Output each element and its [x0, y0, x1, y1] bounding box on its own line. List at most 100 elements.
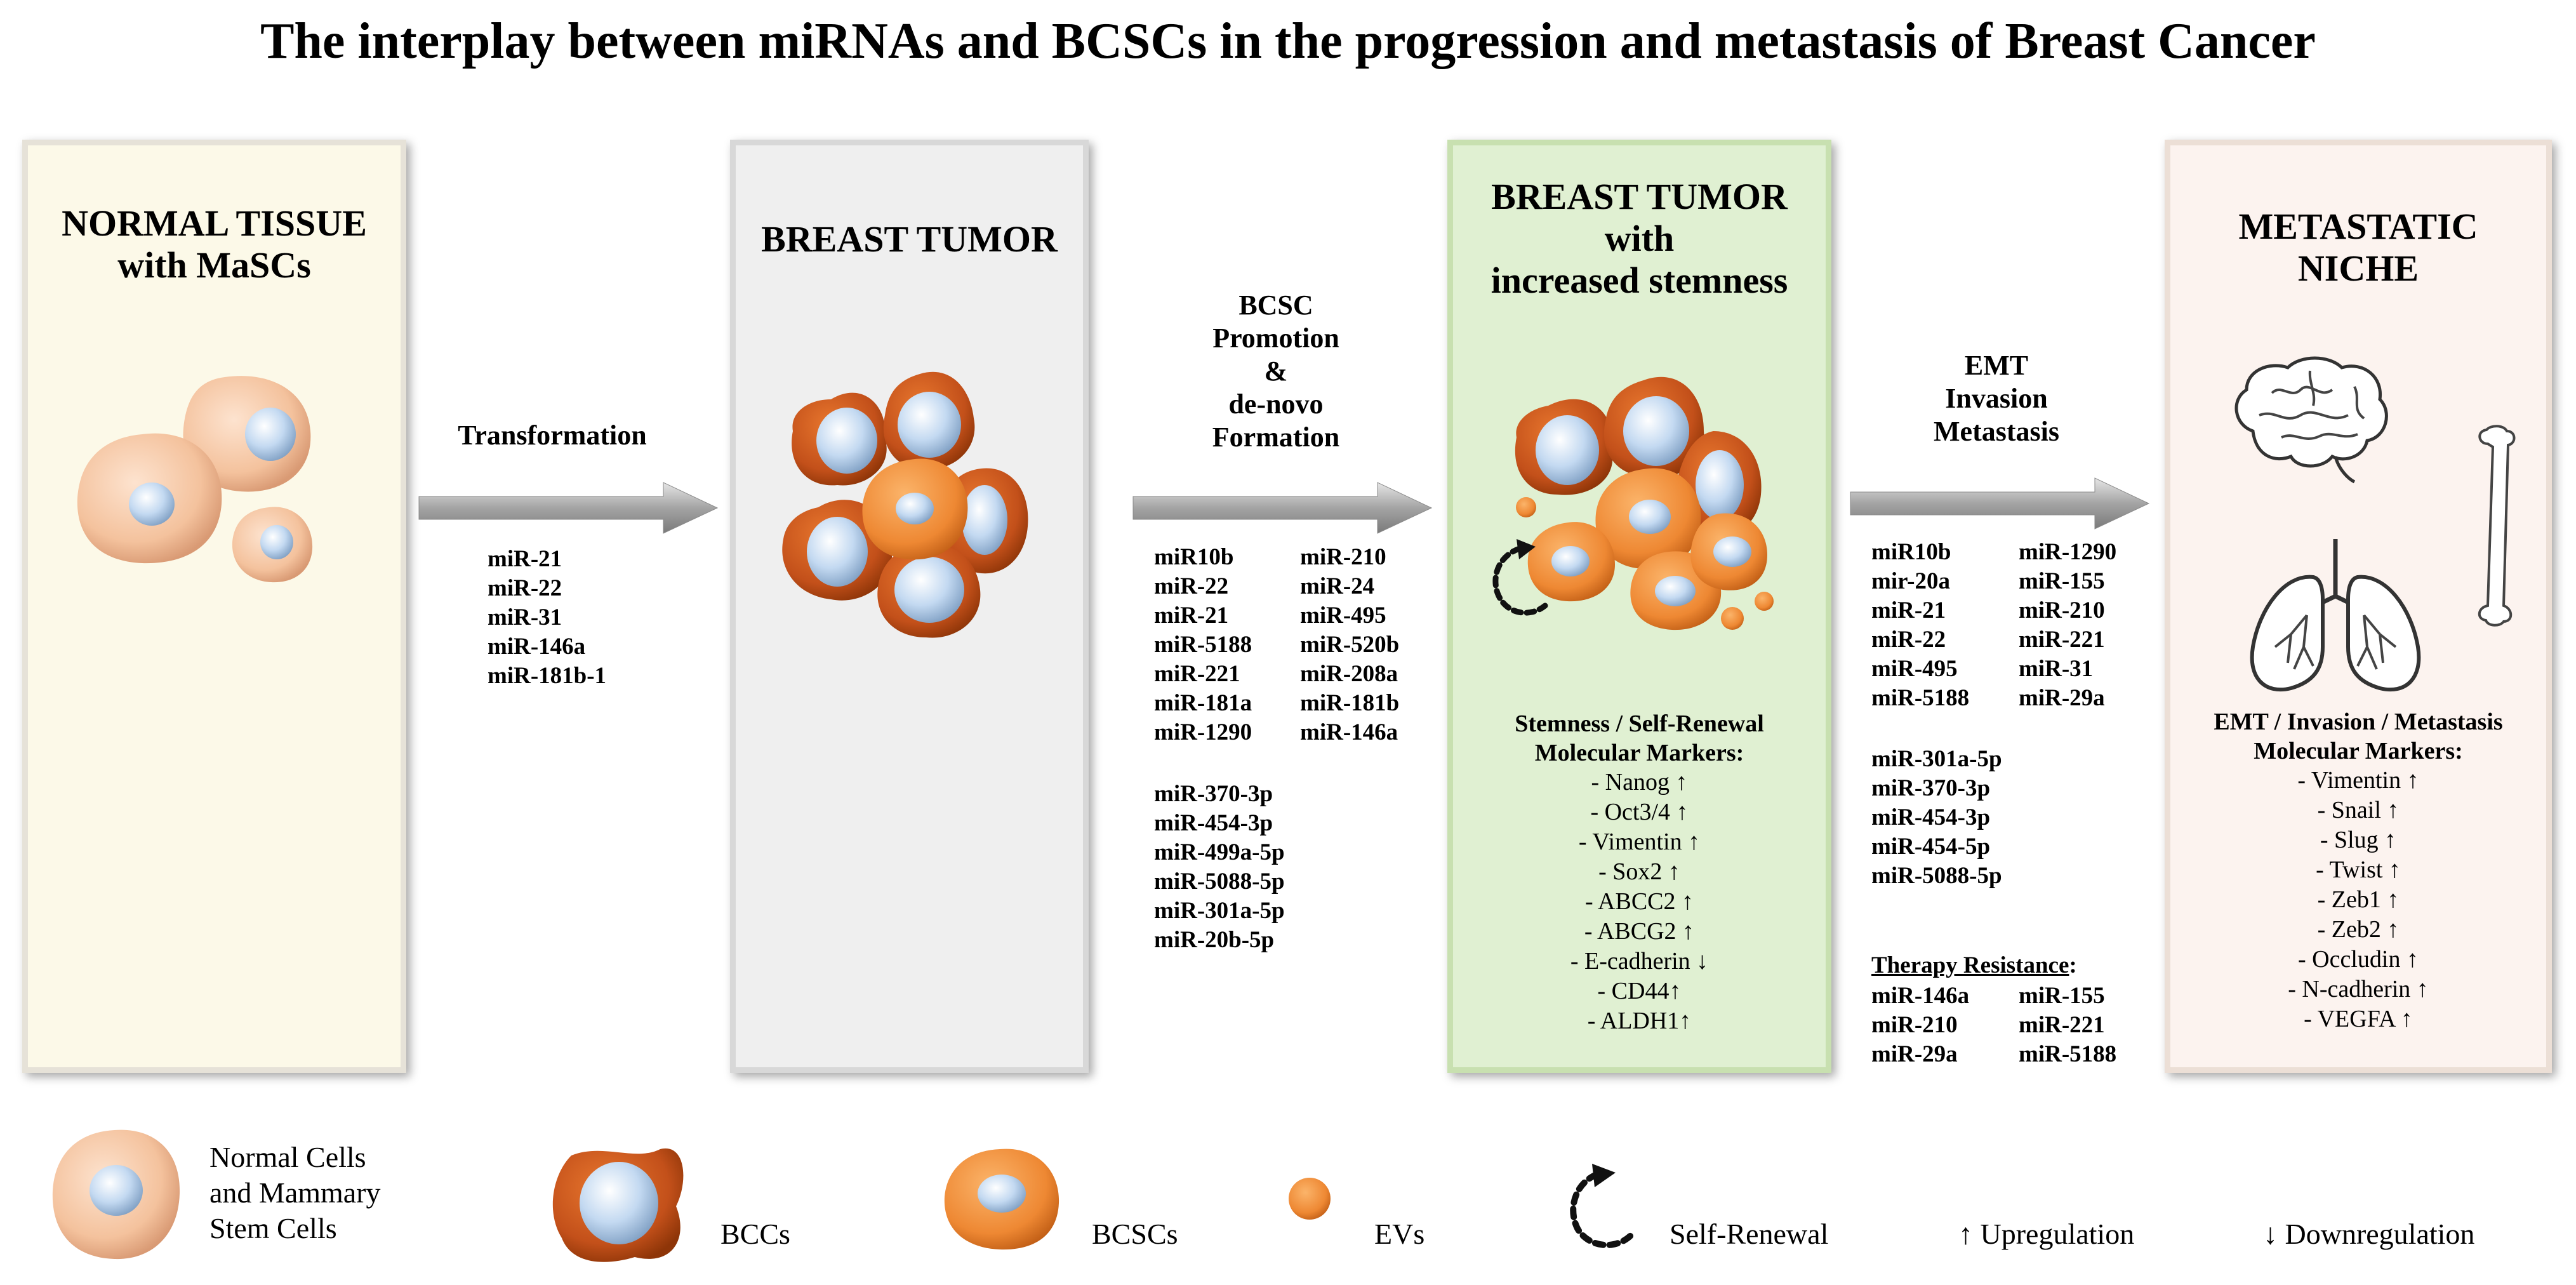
stemness-markers-title-line1: Stemness / Self-Renewal: [1515, 710, 1764, 737]
mirna-item: miR-24: [1300, 573, 1375, 599]
marker-item: - Zeb1 ↑: [2317, 886, 2400, 913]
legend-normal-line: and Mammary: [209, 1176, 381, 1209]
marker-item: - Snail ↑: [2317, 797, 2400, 823]
emt-arrow: [1850, 477, 2150, 529]
mirna-item: miR-301a-5p: [1154, 898, 1285, 924]
transformation-arrow: [418, 482, 719, 534]
mirna-item: miR-370-3p: [1871, 775, 1991, 801]
mirna-item: miR-210: [1300, 544, 1386, 570]
emt-label: EMT Invasion Metastasis: [1844, 349, 2149, 448]
transformation-label: Transformation: [458, 420, 647, 451]
therapy-resistance-colon: :: [2069, 952, 2077, 978]
emt-label-line: Metastasis: [1934, 416, 2059, 447]
emt-markers-title-line2: Molecular Markers:: [2254, 738, 2463, 764]
ev-particle: [1721, 607, 1744, 630]
promotion-label-line: Formation: [1212, 422, 1340, 453]
emt-mirna-col2: miR-1290 miR-155 miR-210 miR-221 miR-31 …: [2019, 538, 2116, 713]
mirna-item: miR-146a: [1871, 983, 1970, 1009]
ev-particle: [1516, 497, 1536, 517]
promotion-mirna-col2: miR-210 miR-24 miR-495 miR-520b miR-208a…: [1300, 543, 1399, 747]
bone-icon: [2478, 425, 2516, 627]
meta-title-line2: NICHE: [2297, 248, 2419, 289]
marker-item: - CD44↑: [1597, 978, 1682, 1004]
legend-downregulation-label: ↓ Downregulation: [2263, 1218, 2475, 1250]
mirna-item: miR-5188: [1154, 632, 1252, 658]
mirna-item: miR-155: [2019, 568, 2105, 594]
breast-tumor-title: BREAST TUMOR: [761, 218, 1058, 260]
promotion-arrow: [1132, 482, 1433, 534]
stemness-cells-cluster: [1492, 376, 1774, 630]
breast-tumor-panel: BREAST TUMOR: [730, 140, 1089, 1073]
self-renewal-icon: [1492, 539, 1548, 616]
stemness-tumor-title: BREAST TUMOR with increased stemness: [1453, 176, 1826, 302]
mirna-item: miR-499a-5p: [1154, 839, 1285, 865]
normal-cell: [232, 507, 313, 583]
normal-cell: [77, 433, 222, 564]
lungs-icon: [2250, 539, 2421, 692]
mirna-item: miR-301a-5p: [1871, 746, 2002, 772]
marker-item: - Sox2 ↑: [1598, 858, 1680, 885]
bcc-cell: [877, 544, 981, 638]
promotion-mirna-extra: miR-370-3p miR-454-3p miR-499a-5p miR-50…: [1154, 780, 1285, 955]
mirna-item: miR-5088-5p: [1871, 863, 2002, 889]
legend-bcsc-icon: [944, 1149, 1059, 1250]
normal-tissue-panel: NORMAL TISSUE with MaSCs: [22, 140, 406, 1073]
emt-label-line: Invasion: [1945, 383, 2048, 414]
marker-item: - Slug ↑: [2320, 827, 2397, 853]
mirna-item: miR-210: [1871, 1012, 1958, 1038]
bcsc-cell: [862, 458, 968, 560]
emt-markers-title: EMT / Invasion / Metastasis Molecular Ma…: [2170, 707, 2546, 766]
bcsc-cell: [1595, 468, 1701, 569]
bcc-cell: [1515, 399, 1613, 495]
therapy-resistance-label: Therapy Resistance:: [1871, 951, 2077, 980]
mirna-item: miR-21: [488, 546, 562, 572]
mirna-item: miR-495: [1871, 656, 1958, 682]
mirna-item: miR-29a: [2019, 685, 2105, 711]
promotion-label-line: BCSC: [1238, 290, 1313, 321]
legend-normal-cell-icon: [52, 1129, 180, 1260]
stem-title-line3: increased stemness: [1490, 260, 1788, 301]
promotion-label-line: de-novo: [1228, 389, 1324, 420]
mirna-item: miR-20b-5p: [1154, 927, 1275, 953]
bcc-cell: [883, 371, 975, 470]
mirna-item: miR-208a: [1300, 661, 1398, 687]
stemness-markers-list: - Nanog ↑ - Oct3/4 ↑ - Vimentin ↑ - Sox2…: [1453, 768, 1826, 1036]
marker-item: - E-cadherin ↓: [1570, 948, 1709, 975]
marker-item: - ABCC2 ↑: [1584, 888, 1694, 915]
mirna-item: miR-1290: [1154, 719, 1252, 745]
normal-title-line1: NORMAL TISSUE: [62, 203, 367, 244]
marker-item: - N-cadherin ↑: [2288, 976, 2429, 1002]
marker-item: - Occludin ↑: [2298, 946, 2419, 973]
legend-ev-icon: [1289, 1178, 1331, 1220]
legend-bcscs-label: BCSCs: [1092, 1218, 1178, 1250]
therapy-mirna-col1: miR-146a miR-210 miR-29a: [1871, 982, 1969, 1069]
mirna-item: miR-221: [2019, 1012, 2105, 1038]
legend-upregulation-label: ↑ Upregulation: [1958, 1218, 2135, 1250]
mirna-item: miR-454-5p: [1871, 834, 1991, 860]
mirna-item: miR-22: [1871, 627, 1946, 653]
stem-title-line2: with: [1604, 218, 1675, 259]
promotion-label-line: &: [1264, 356, 1288, 387]
stem-title-line1: BREAST TUMOR: [1491, 176, 1788, 217]
legend-bccs-label: BCCs: [720, 1218, 790, 1250]
stemness-tumor-panel: BREAST TUMOR with increased stemness: [1447, 140, 1831, 1073]
meta-title-line1: METASTATIC: [2238, 206, 2478, 247]
tumor-cells-cluster: [782, 371, 1028, 638]
emt-label-line: EMT: [1964, 350, 2029, 381]
therapy-mirna-col2: miR-155 miR-221 miR-5188: [2019, 982, 2116, 1069]
emt-mirna-extra: miR-301a-5p miR-370-3p miR-454-3p miR-45…: [1871, 745, 2002, 891]
mirna-item: miR-21: [1154, 603, 1229, 629]
brain-icon: [2234, 356, 2388, 484]
marker-item: - VEGFA ↑: [2304, 1006, 2413, 1032]
marker-item: - Zeb2 ↑: [2317, 916, 2400, 943]
bcsc-cell: [1690, 513, 1767, 590]
bcsc-cell: [1527, 522, 1615, 602]
mirna-item: miR-495: [1300, 603, 1386, 629]
promotion-label-line: Promotion: [1212, 323, 1339, 354]
mirna-item: miR-5188: [1871, 685, 1970, 711]
mirna-item: miR10b: [1154, 544, 1234, 570]
legend-bcc-icon: [552, 1148, 684, 1262]
mirna-item: miR-181b-1: [488, 663, 607, 689]
promotion-label: BCSC Promotion & de-novo Formation: [1136, 289, 1416, 454]
transformation-mirna-list: miR-21 miR-22 miR-31 miR-146a miR-181b-1: [488, 545, 606, 691]
